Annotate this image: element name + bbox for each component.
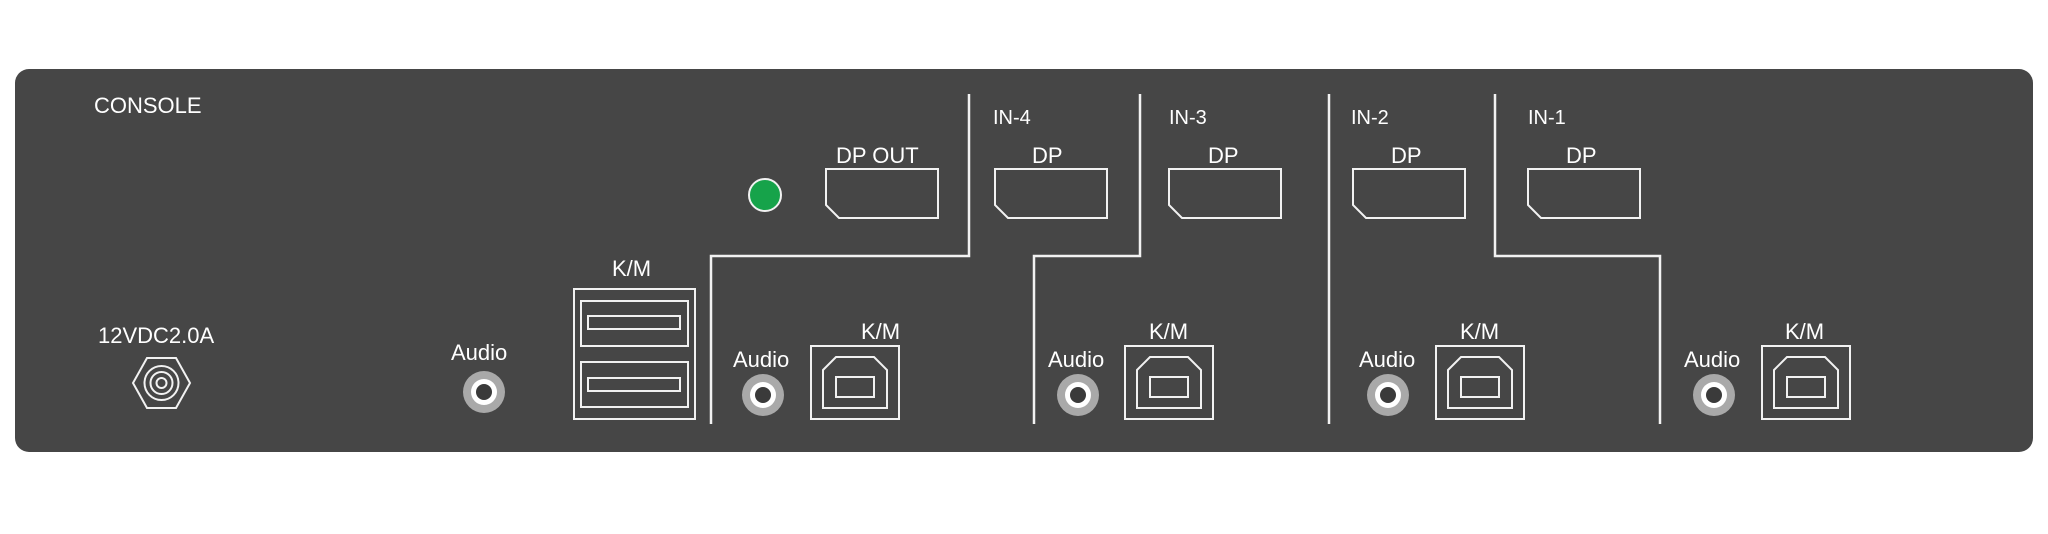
chassis-panel [15, 69, 2033, 452]
console-km-label: K/M [612, 256, 651, 281]
in1-dp-port-icon [1527, 168, 1641, 219]
console-audio-label: Audio [451, 340, 507, 365]
in1-audio-label: Audio [1684, 347, 1740, 372]
in2-audio-label: Audio [1359, 347, 1415, 372]
in3-audio-jack-icon [1057, 374, 1099, 416]
in1-km-label: K/M [1785, 319, 1824, 344]
console-title: CONSOLE [94, 93, 202, 118]
divider-in4-in3 [1032, 94, 1142, 424]
dc-power-jack-icon [131, 357, 192, 409]
in2-name: IN-2 [1351, 107, 1389, 129]
in3-name: IN-3 [1169, 107, 1207, 129]
in4-dp-label: DP [1032, 143, 1063, 168]
usb-a-port-pair-icon [573, 288, 696, 420]
in1-dp-label: DP [1566, 143, 1597, 168]
in1-usb-b-port-icon [1761, 345, 1851, 420]
section-dividers [709, 94, 1662, 424]
in3-usb-b-port-icon [1124, 345, 1214, 420]
divider-in2-in1 [1493, 94, 1662, 424]
in2-dp-label: DP [1391, 143, 1422, 168]
in1-audio-jack-icon [1693, 374, 1735, 416]
in4-usb-b-port-icon [810, 345, 900, 420]
in2-audio-jack-icon [1367, 374, 1409, 416]
in2-dp-port-icon [1352, 168, 1466, 219]
in2-km-label: K/M [1460, 319, 1499, 344]
dp-out-port-icon [825, 168, 939, 219]
in4-dp-port-icon [994, 168, 1108, 219]
in3-dp-label: DP [1208, 143, 1239, 168]
in4-km-label: K/M [861, 319, 900, 344]
status-led [748, 178, 782, 212]
console-audio-jack-icon [463, 371, 505, 413]
in4-name: IN-4 [993, 107, 1031, 129]
in4-audio-label: Audio [733, 347, 789, 372]
in3-dp-port-icon [1168, 168, 1282, 219]
in3-km-label: K/M [1149, 319, 1188, 344]
in4-audio-jack-icon [742, 374, 784, 416]
dp-out-label: DP OUT [836, 143, 919, 168]
divider-console-in4 [709, 94, 971, 424]
power-label: 12VDC2.0A [98, 323, 215, 348]
in2-usb-b-port-icon [1435, 345, 1525, 420]
in3-audio-label: Audio [1048, 347, 1104, 372]
in1-name: IN-1 [1528, 107, 1566, 129]
